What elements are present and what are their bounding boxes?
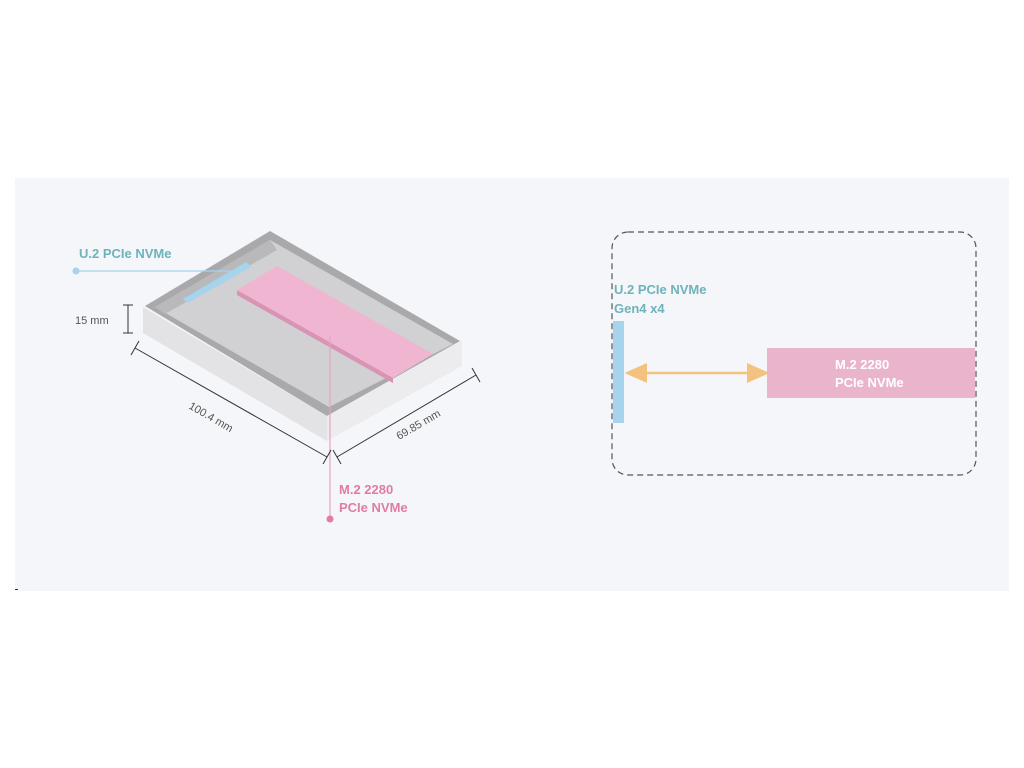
m2-module-edge: [237, 290, 393, 383]
dimension-width-label: 69.85 mm: [395, 408, 443, 443]
enclosure-front-right-wall: [327, 340, 462, 441]
m2-label-left-line2: PCIe NVMe: [339, 500, 408, 515]
m2-module: [237, 266, 433, 378]
ssd-enclosure-diagram: U.2 PCIe NVMe M.2 2280 PCIe NVMe 15 mm 1…: [72, 231, 977, 523]
corner-mark: [15, 589, 18, 590]
m2-module-top: [767, 348, 975, 398]
m2-label-right-line1: M.2 2280: [835, 357, 889, 372]
m2-callout-left: M.2 2280 PCIe NVMe: [326, 336, 408, 523]
u2-callout-left: U.2 PCIe NVMe: [72, 246, 243, 275]
enclosure-top-view: U.2 PCIe NVMe Gen4 x4 M.2 2280 PCIe NVMe: [611, 231, 977, 476]
u2-connector-top: [613, 321, 624, 423]
dimension-length-label: 100.4 mm: [187, 400, 235, 435]
enclosure-front-left-wall: [143, 307, 327, 441]
enclosure-isometric: [143, 231, 462, 441]
m2-label-left-line1: M.2 2280: [339, 482, 393, 497]
m2-label-right-line2: PCIe NVMe: [835, 375, 904, 390]
enclosure-outline-dashed: [611, 231, 977, 476]
u2-label-right-line2: Gen4 x4: [614, 301, 665, 316]
u2-label-left: U.2 PCIe NVMe: [79, 246, 171, 261]
dimension-height: 15 mm: [75, 304, 133, 334]
enclosure-inner-back-wall: [155, 240, 277, 314]
m2-callout-dot: [326, 515, 334, 523]
dimension-height-label: 15 mm: [75, 315, 109, 327]
u2-label-right-line1: U.2 PCIe NVMe: [614, 282, 706, 297]
u2-connector: [183, 262, 251, 303]
diagram-panel: U.2 PCIe NVMe M.2 2280 PCIe NVMe 15 mm 1…: [15, 178, 1009, 591]
